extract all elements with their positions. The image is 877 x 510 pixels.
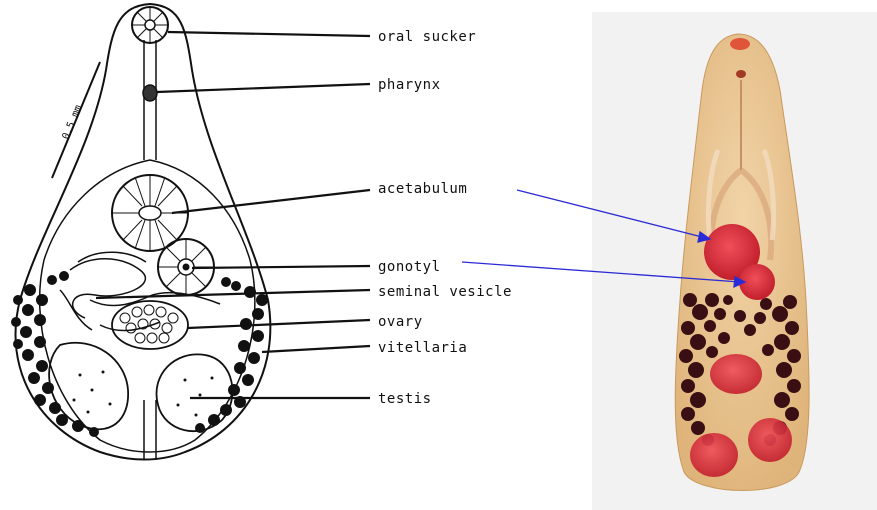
leader-gonotyl [192,266,370,268]
ovary-drawing [112,301,188,349]
labels: oral sucker pharynx acetabulum gonotyl s… [378,29,512,407]
testis-drawing [49,343,232,431]
specimen-testis-left [690,433,738,477]
leader-acetabulum [172,190,370,213]
specimen-photograph [592,12,877,510]
leader-oral-sucker [168,32,370,36]
leader-vitellaria [262,346,370,352]
specimen-oral-sucker [730,38,750,50]
specimen-pharynx [736,70,746,78]
label-gonotyl: gonotyl [378,259,441,275]
label-oral-sucker: oral sucker [378,29,476,45]
label-vitellaria: vitellaria [378,340,467,356]
label-acetabulum: acetabulum [378,181,467,197]
scale-bar-label: 0.5 mm [61,104,85,142]
label-ovary: ovary [378,314,423,330]
caudal-canal [144,400,156,460]
leader-ovary [188,320,370,328]
specimen-ovary [710,354,762,394]
leader-seminal-vesicle [96,290,370,298]
pharynx-drawing [143,85,157,101]
oral-sucker-drawing [132,7,168,43]
leader-pharynx [157,84,370,92]
label-pharynx: pharynx [378,77,441,93]
leader-lines [96,32,370,398]
specimen-testis-right [748,418,792,462]
label-testis: testis [378,391,432,407]
label-seminal-vesicle: seminal vesicle [378,284,512,300]
seminal-vesicle-drawing [60,252,220,330]
